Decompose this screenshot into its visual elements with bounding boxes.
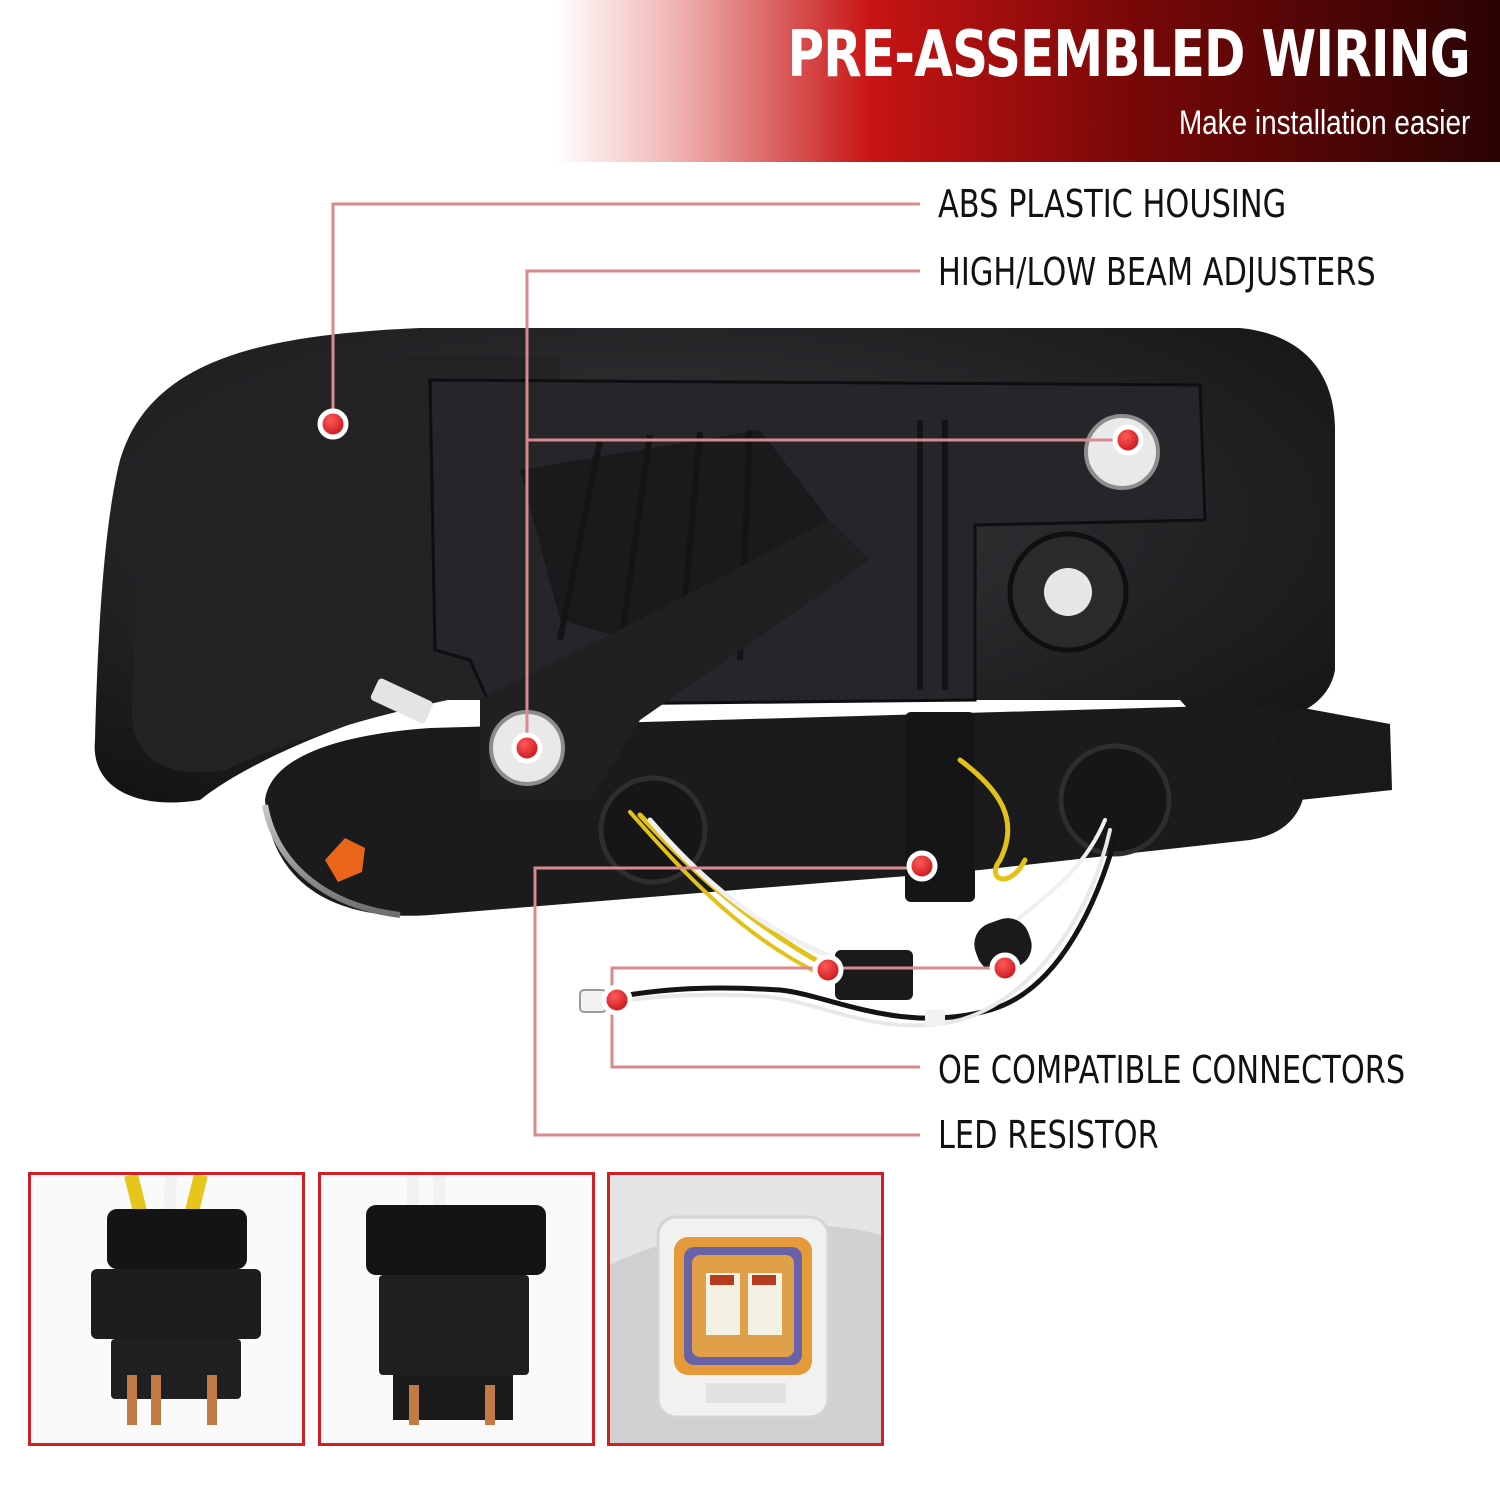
connector-photo xyxy=(321,1175,592,1443)
wiring-harness xyxy=(579,757,1123,1028)
callout-dot-icon xyxy=(906,850,938,882)
callout-dots xyxy=(317,408,1144,1016)
callout-dot-icon xyxy=(1112,424,1144,456)
callout-lines xyxy=(331,202,1122,1137)
thumbnail-led-resistor-plug xyxy=(607,1172,884,1446)
header-banner: PRE-ASSEMBLED WIRING Make installation e… xyxy=(0,0,1500,162)
callout-led-resistor: LED RESISTOR xyxy=(938,1113,1159,1157)
connector-photo xyxy=(31,1175,302,1443)
thumbnail-connector-yellow-wires xyxy=(28,1172,305,1446)
callout-dot-icon xyxy=(601,984,633,1016)
callout-abs-plastic-housing: ABS PLASTIC HOUSING xyxy=(938,182,1287,226)
headlight-illustration xyxy=(94,202,1392,1137)
banner-subtitle: Make installation easier xyxy=(1178,104,1470,142)
callout-dot-icon xyxy=(812,954,844,986)
headlight-housing xyxy=(94,328,1392,918)
callout-dot-icon xyxy=(317,408,349,440)
banner-title: PRE-ASSEMBLED WIRING xyxy=(787,18,1471,92)
resistor-plug-photo xyxy=(610,1175,881,1443)
thumbnail-connector-white-wires xyxy=(318,1172,595,1446)
callout-dot-icon xyxy=(511,732,543,764)
callout-oe-connectors: OE COMPATIBLE CONNECTORS xyxy=(938,1048,1406,1092)
callout-beam-adjusters: HIGH/LOW BEAM ADJUSTERS xyxy=(938,250,1376,294)
callout-dot-icon xyxy=(989,952,1021,984)
